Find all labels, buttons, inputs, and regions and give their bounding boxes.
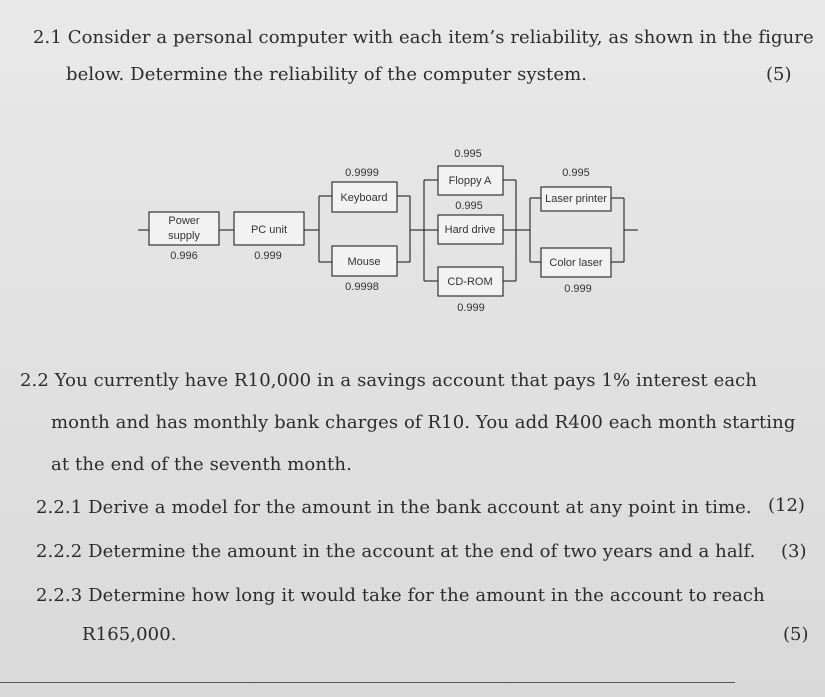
floppy-reliability: 0.995 xyxy=(454,148,482,160)
q21-line1: 2.1 Consider a personal computer with ea… xyxy=(33,27,814,48)
keyboard-label: Keyboard xyxy=(340,192,387,204)
floppy-box xyxy=(437,165,504,196)
q222-text: 2.2.2 Determine the amount in the accoun… xyxy=(36,541,756,562)
hard-drive-label: Hard drive xyxy=(445,224,496,236)
hard-drive-reliability: 0.995 xyxy=(455,200,483,212)
laser-printer-reliability: 0.995 xyxy=(562,167,590,179)
q22-line3: at the end of the seventh month. xyxy=(51,454,352,475)
hard-drive-box xyxy=(437,214,504,245)
cdrom-reliability: 0.999 xyxy=(457,302,485,314)
pc-unit-reliability: 0.999 xyxy=(254,250,282,262)
q223-marks: (5) xyxy=(783,624,809,645)
mouse-reliability: 0.9998 xyxy=(345,281,379,293)
q21-line2: below. Determine the reliability of the … xyxy=(66,64,588,85)
cdrom-box xyxy=(437,266,504,297)
q22-line2: month and has monthly bank charges of R1… xyxy=(51,412,796,433)
mouse-box xyxy=(331,245,398,277)
bottom-rule xyxy=(0,682,735,683)
floppy-label: Floppy A xyxy=(449,175,492,187)
power-supply-label-1: Power xyxy=(168,215,200,227)
mouse-label: Mouse xyxy=(347,256,380,268)
reliability-diagram: Power supply PC unit Keyboard Mouse Flop… xyxy=(138,148,638,314)
color-laser-reliability: 0.999 xyxy=(564,283,592,295)
keyboard-box xyxy=(331,181,398,213)
power-supply-reliability: 0.996 xyxy=(170,250,198,262)
power-supply-label-2: supply xyxy=(168,230,200,242)
keyboard-reliability: 0.9999 xyxy=(345,167,379,179)
power-supply-box xyxy=(148,211,220,246)
laser-printer-label: Laser printer xyxy=(545,193,607,205)
color-laser-label: Color laser xyxy=(549,257,603,269)
q222-marks: (3) xyxy=(781,541,807,562)
color-laser-box xyxy=(540,247,612,278)
q223-line1: 2.2.3 Determine how long it would take f… xyxy=(36,585,765,606)
q21-marks: (5) xyxy=(766,64,792,85)
laser-printer-box xyxy=(540,186,612,212)
cdrom-label: CD-ROM xyxy=(447,276,492,288)
q221-marks: (12) xyxy=(768,495,805,516)
q22-line1: 2.2 You currently have R10,000 in a savi… xyxy=(20,370,758,391)
q221-text: 2.2.1 Derive a model for the amount in t… xyxy=(36,497,752,518)
pc-unit-label: PC unit xyxy=(251,224,287,236)
q223-line2: R165,000. xyxy=(82,624,177,645)
pc-unit-box xyxy=(233,211,305,246)
